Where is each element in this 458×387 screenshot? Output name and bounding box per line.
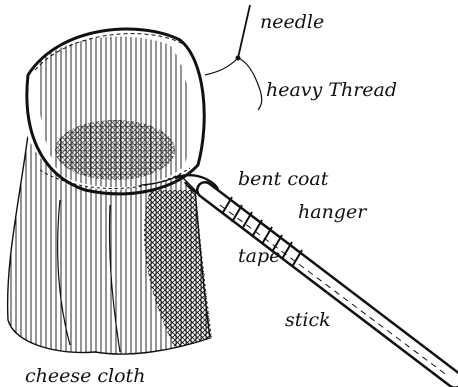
label-cheese-cloth: cheese cloth bbox=[25, 365, 145, 387]
label-stick: stick bbox=[285, 309, 331, 331]
needle-and-thread bbox=[205, 5, 262, 110]
label-heavy-thread: heavy Thread bbox=[266, 79, 397, 101]
label-tape: tape bbox=[238, 245, 280, 267]
label-bent-coat-hanger-line1: bent coat bbox=[238, 168, 329, 190]
label-needle: needle bbox=[260, 11, 324, 33]
label-bent-coat-hanger-line2: hanger bbox=[298, 201, 368, 223]
